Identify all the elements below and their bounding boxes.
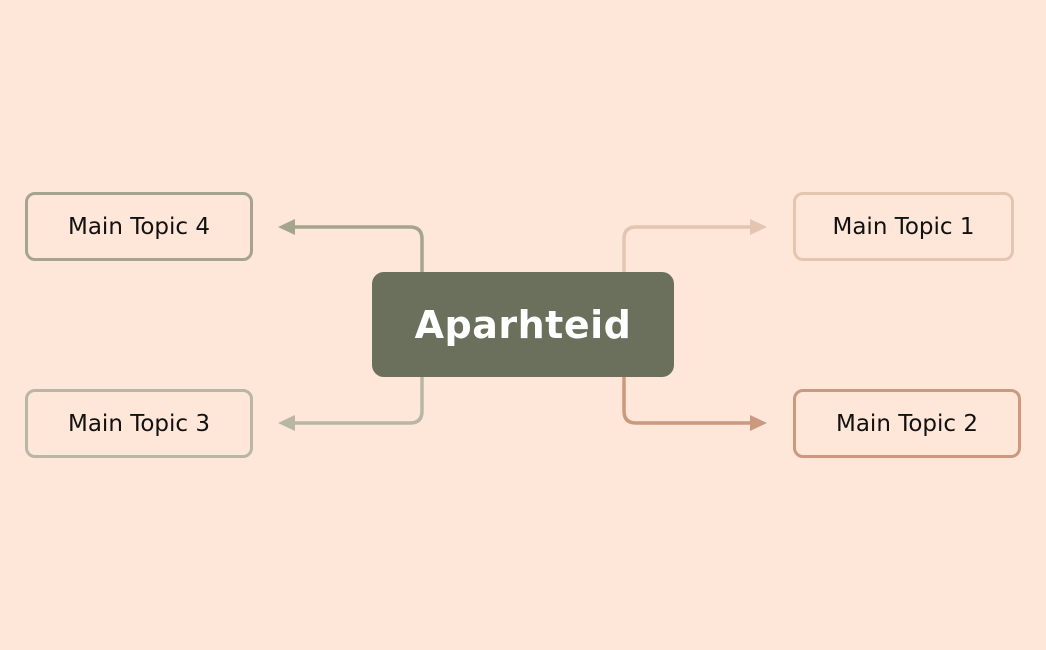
connector-topic-1 — [622, 219, 767, 274]
connector-topic-2 — [622, 375, 767, 431]
main-topic-1-label: Main Topic 1 — [832, 213, 975, 240]
arrow-right-icon — [750, 219, 767, 235]
arrow-right-icon — [750, 415, 767, 431]
main-topic-3[interactable]: Main Topic 3 — [25, 389, 253, 458]
main-topic-3-label: Main Topic 3 — [67, 410, 210, 437]
arrow-left-icon — [278, 219, 295, 235]
connector-topic-4 — [278, 219, 424, 274]
main-topic-4[interactable]: Main Topic 4 — [25, 192, 253, 261]
main-topic-1[interactable]: Main Topic 1 — [793, 192, 1014, 261]
main-topic-2[interactable]: Main Topic 2 — [793, 389, 1021, 458]
main-topic-2-label: Main Topic 2 — [835, 410, 978, 437]
main-topic-4-label: Main Topic 4 — [67, 213, 210, 240]
central-topic-label: Aparhteid — [414, 302, 632, 347]
central-topic[interactable]: Aparhteid — [372, 272, 674, 377]
arrow-left-icon — [278, 415, 295, 431]
connector-topic-3 — [278, 375, 424, 431]
